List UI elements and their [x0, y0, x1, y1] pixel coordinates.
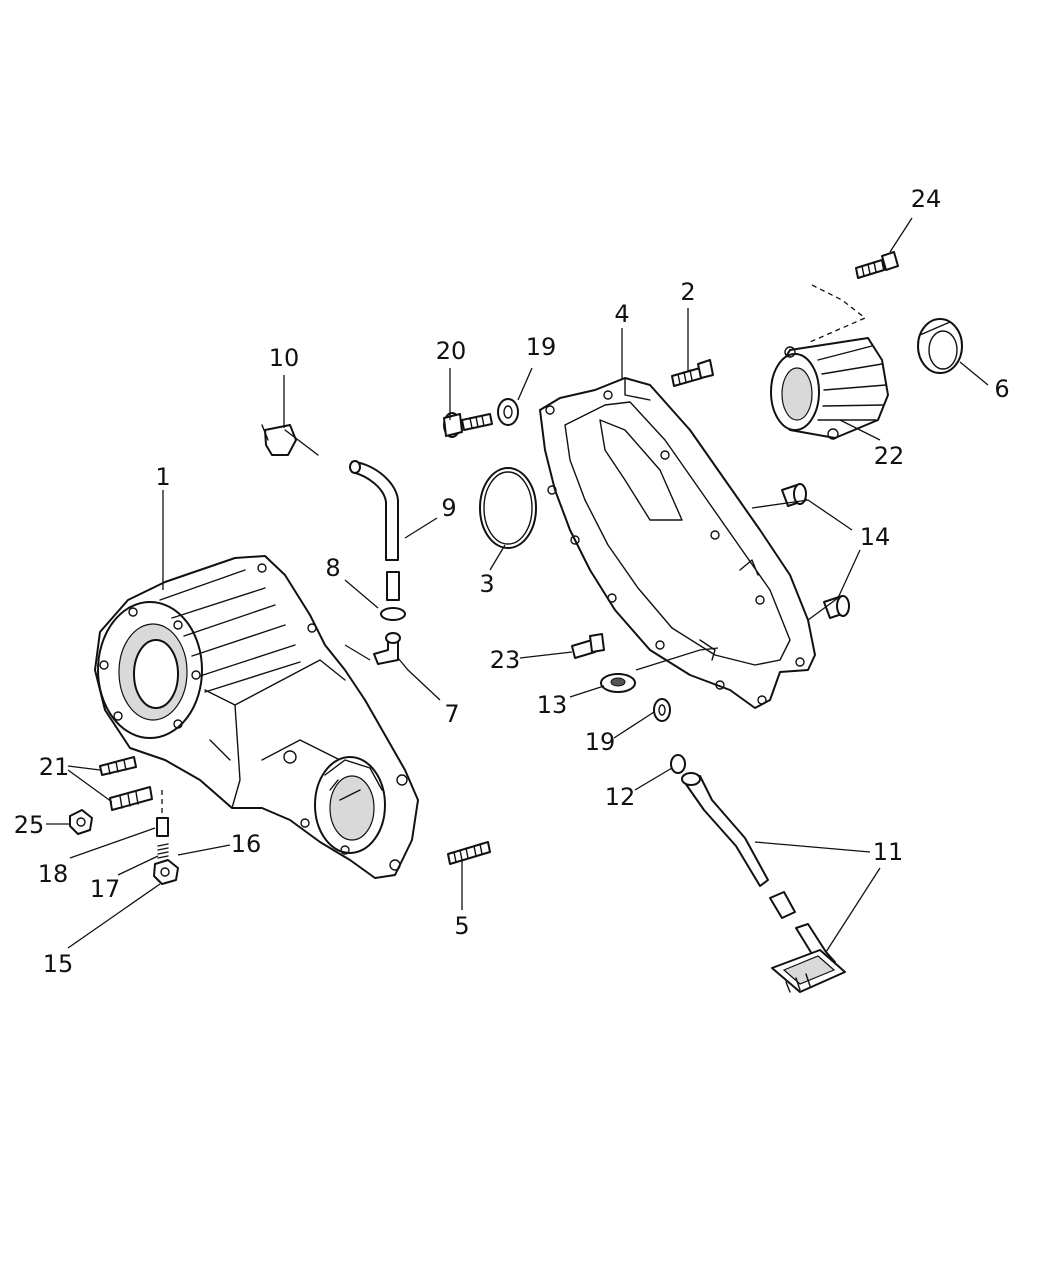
bolt-flange — [443, 412, 493, 438]
shift-lever-clip — [261, 424, 319, 456]
callout-11: 11 — [873, 838, 904, 866]
vent-hose — [349, 460, 400, 601]
bolt — [671, 359, 714, 387]
callout-9: 9 — [441, 494, 456, 522]
extension-housing — [770, 337, 889, 440]
callout-18: 18 — [38, 860, 69, 888]
stud — [447, 841, 491, 865]
callout-17: 17 — [90, 875, 121, 903]
bolt-short — [571, 633, 605, 659]
callout-12: 12 — [605, 783, 636, 811]
callout-7: 7 — [444, 700, 459, 728]
washer-lower — [653, 698, 671, 722]
callout-13: 13 — [537, 691, 568, 719]
seal — [917, 318, 963, 374]
callout-10: 10 — [269, 344, 300, 372]
callout-3: 3 — [479, 570, 494, 598]
clamp-ring — [380, 607, 406, 621]
callout-19-upper: 19 — [526, 333, 557, 361]
callout-25: 25 — [14, 811, 45, 839]
callout-16: 16 — [231, 830, 262, 858]
callout-22: 22 — [874, 442, 905, 470]
callout-19-lower: 19 — [585, 728, 616, 756]
studs — [99, 756, 153, 811]
bolt-extension — [855, 251, 899, 279]
washer-upper — [497, 398, 519, 426]
nut — [69, 809, 93, 835]
plug — [781, 483, 850, 619]
callout-2: 2 — [680, 278, 695, 306]
oil-pump-pickup-tube — [681, 772, 846, 993]
callout-1: 1 — [155, 463, 170, 491]
callout-4: 4 — [614, 300, 629, 328]
seal-washer — [600, 673, 636, 693]
callout-23: 23 — [490, 646, 521, 674]
callout-24: 24 — [911, 185, 942, 213]
transfer-case-front-half — [94, 555, 419, 879]
detent-stack — [153, 790, 179, 885]
callout-15: 15 — [43, 950, 74, 978]
callout-8: 8 — [325, 554, 340, 582]
callout-labels: 1 2 3 4 5 6 7 8 9 10 11 12 13 14 15 16 1… — [14, 185, 1010, 978]
callout-20: 20 — [436, 337, 467, 365]
callout-6: 6 — [994, 375, 1009, 403]
callout-14: 14 — [860, 523, 891, 551]
vent-fitting — [373, 632, 401, 665]
leader-lines — [46, 217, 989, 953]
o-ring — [479, 467, 537, 549]
o-ring-small — [670, 754, 686, 774]
callout-21: 21 — [39, 753, 70, 781]
callout-5: 5 — [454, 912, 469, 940]
transfer-case-rear-half — [539, 377, 816, 709]
